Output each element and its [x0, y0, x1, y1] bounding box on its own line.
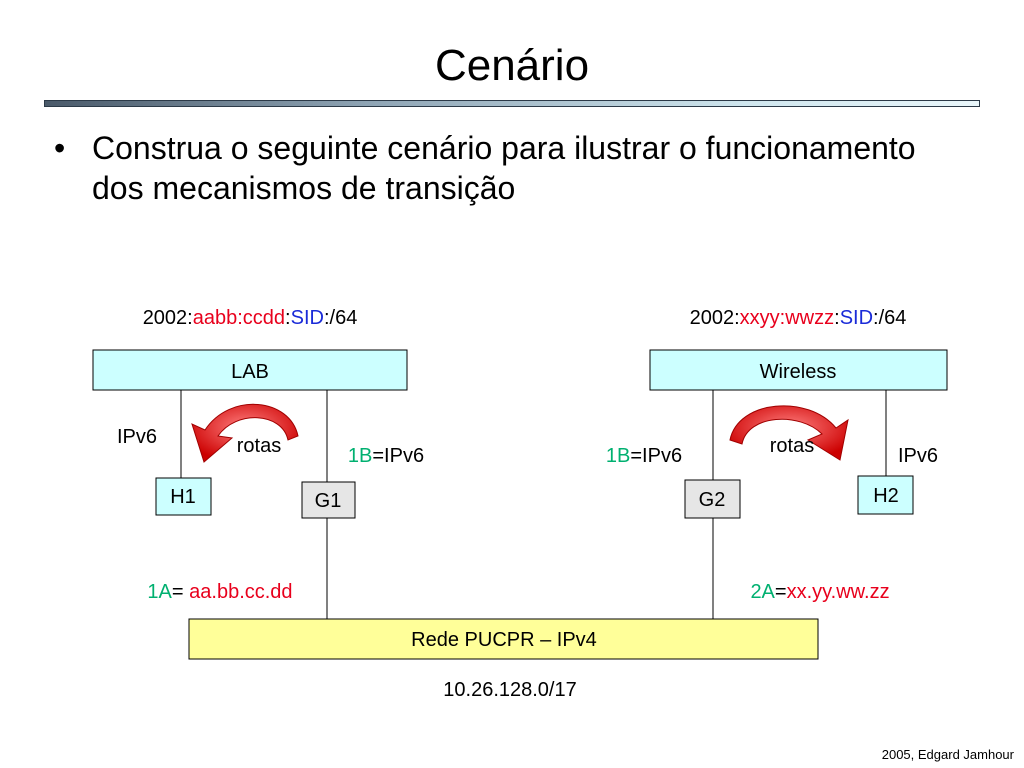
title-divider: [44, 100, 980, 107]
wireless-network-box: [649, 349, 948, 391]
lab-network-box: [92, 349, 408, 391]
ipv6-label-right: IPv6: [898, 445, 938, 467]
host-h1-box: [155, 477, 212, 516]
routes-arrow-right-icon: [729, 405, 849, 461]
routes-label-right: rotas: [770, 435, 814, 457]
g1-ipv4-address: 1A= aa.bb.cc.dd: [147, 581, 292, 603]
bullet-marker: •: [54, 130, 66, 166]
gateway-g2-box: [684, 479, 741, 519]
lab-prefix: 2002:aabb:ccdd:SID:/64: [143, 307, 358, 329]
pucpr-network-label: Rede PUCPR – IPv4: [411, 629, 597, 651]
wireless-prefix: 2002:xxyy:wwzz:SID:/64: [690, 307, 907, 329]
host-h1-label: H1: [170, 486, 196, 508]
lab-network-label: LAB: [231, 361, 269, 383]
routes-label-left: rotas: [237, 435, 281, 457]
ipv6-label-left: IPv6: [117, 426, 157, 448]
pucpr-subnet: 10.26.128.0/17: [443, 679, 576, 701]
g2-link-label: 1B=IPv6: [606, 445, 682, 467]
host-h2-box: [857, 475, 914, 515]
slide-title: Cenário: [434, 41, 590, 90]
routes-arrow-left-icon: [191, 403, 299, 463]
gateway-g1-label: G1: [315, 490, 342, 512]
footer-credit: 2005, Edgard Jamhour: [881, 747, 1014, 762]
bullet-text: Construa o seguinte cenário para ilustra…: [92, 130, 916, 206]
gateway-g1-box: [301, 481, 356, 519]
g2-ipv4-address: 2A=xx.yy.ww.zz: [750, 581, 889, 603]
connection-lines: [180, 390, 887, 619]
pucpr-network-box: [188, 618, 819, 660]
g1-link-label: 1B=IPv6: [348, 445, 424, 467]
wireless-network-label: Wireless: [760, 361, 837, 383]
host-h2-label: H2: [873, 485, 899, 507]
gateway-g2-label: G2: [699, 489, 726, 511]
